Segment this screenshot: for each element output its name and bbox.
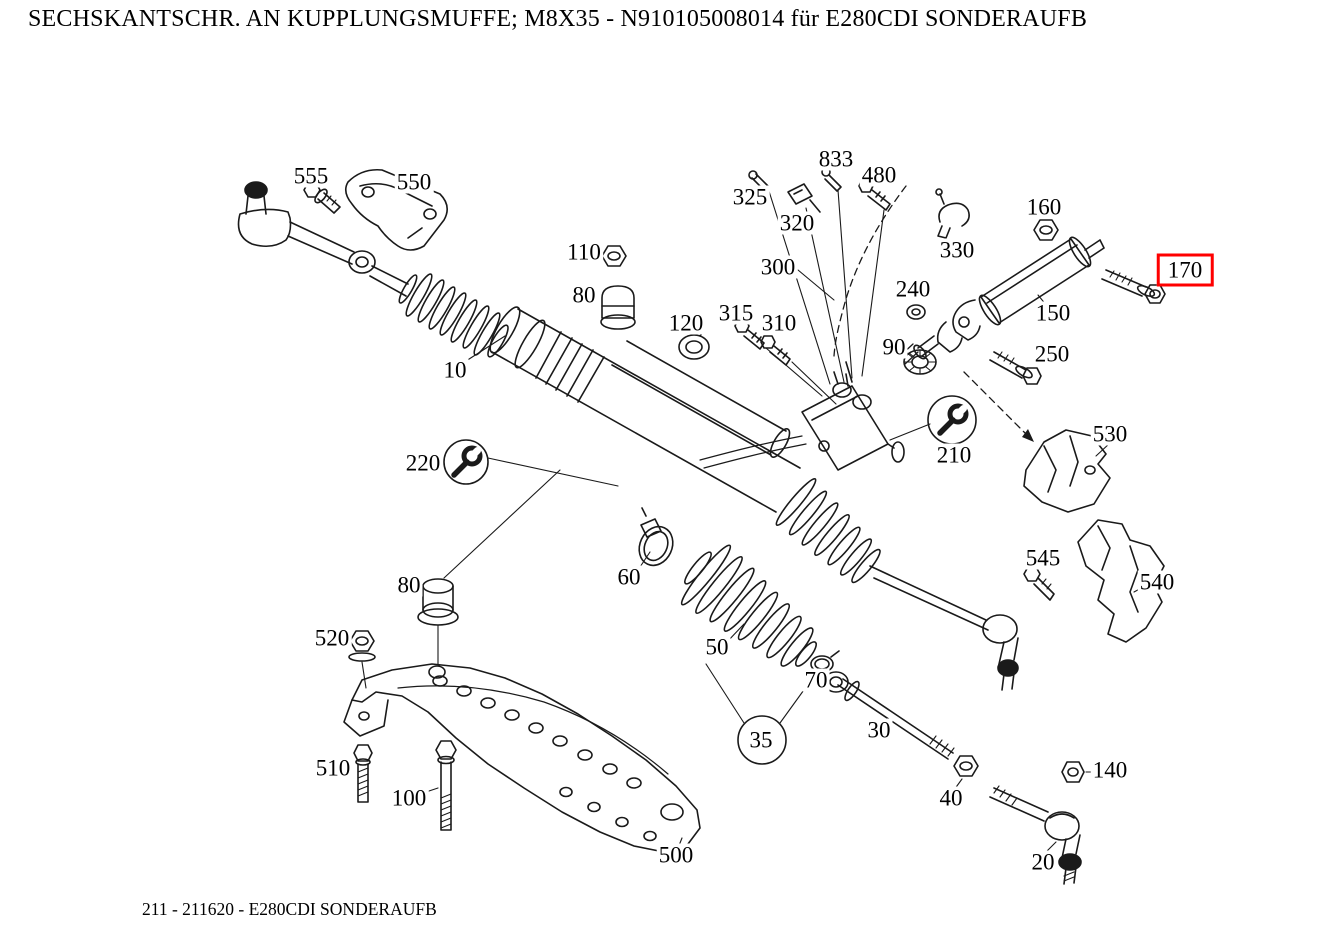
part-label-50[interactable]: 50 [703,634,731,660]
wrench-icon [451,445,483,478]
part-label-545[interactable]: 545 [1023,545,1063,571]
part-label-510[interactable]: 510 [313,755,353,781]
arrowhead-icon [1022,429,1034,442]
part-label-315[interactable]: 315 [716,300,756,326]
boot-50 [680,544,818,667]
inner-tie-rod-30 [823,671,955,760]
bolt-310 [760,335,791,366]
bolt-250 [989,351,1042,385]
part-label-325[interactable]: 325 [730,184,770,210]
heat-shield-540 [1077,519,1165,643]
part-label-300[interactable]: 300 [758,254,798,280]
part-label-60[interactable]: 60 [615,564,643,590]
part-label-220[interactable]: 220 [403,450,443,476]
part-label-150[interactable]: 150 [1033,300,1073,326]
part-label-35[interactable]: 35 [747,727,775,753]
part-label-170-highlighted[interactable]: 170 [1156,253,1214,287]
tie-rod-end-20 [989,785,1082,885]
part-label-80[interactable]: 80 [395,572,423,598]
part-label-100[interactable]: 100 [389,785,429,811]
part-label-40[interactable]: 40 [937,785,965,811]
part-label-210[interactable]: 210 [934,442,974,468]
part-label-310[interactable]: 310 [759,310,799,336]
bolt-510 [353,744,373,803]
part-label-480[interactable]: 480 [859,162,899,188]
part-label-540[interactable]: 540 [1137,569,1177,595]
connector-320 [787,183,821,213]
right-boot-installed [775,477,881,584]
heat-shield-530 [1023,429,1111,513]
catalog-reference: 211 - 211620 - E280CDI SONDERAUFB [142,899,437,919]
tool-symbol-220 [443,439,489,485]
bolt-315 [734,319,765,350]
part-label-320[interactable]: 320 [777,210,817,236]
page-title: SECHSKANTSCHR. AN KUPPLUNGSMUFFE; M8X35 … [28,6,1088,32]
nut-160 [1033,219,1059,241]
lock-nut-40 [953,755,979,777]
part-label-140[interactable]: 140 [1090,757,1130,783]
steering-valve-body [801,343,919,471]
bushing-80-top [600,285,636,330]
part-label-550[interactable]: 550 [394,169,434,195]
left-bellows [398,273,509,358]
part-label-80[interactable]: 80 [570,282,598,308]
kit-circle-35 [737,715,787,765]
part-label-120[interactable]: 120 [666,310,706,336]
subframe-500 [343,663,701,853]
bolt-100 [435,740,457,831]
nut-110 [601,245,627,267]
washer-240 [906,304,926,320]
bolt-170-highlighted-part [1101,269,1166,304]
part-label-330[interactable]: 330 [937,237,977,263]
steering-coupling-assembly [913,236,1105,360]
part-label-30[interactable]: 30 [865,717,893,743]
bushing-80-bottom [417,578,459,626]
part-label-90[interactable]: 90 [880,334,908,360]
nut-520 [348,630,376,662]
part-label-250[interactable]: 250 [1032,341,1072,367]
serrated-ring-90 [903,349,937,375]
part-label-20[interactable]: 20 [1029,849,1057,875]
tie-rod-right [869,565,1019,691]
part-label-240[interactable]: 240 [893,276,933,302]
wrench-icon [937,403,969,436]
part-label-555[interactable]: 555 [291,163,331,189]
clamp-60 [638,507,674,567]
part-label-530[interactable]: 530 [1090,421,1130,447]
steering-rack-assembly [237,181,1019,691]
part-label-500[interactable]: 500 [656,842,696,868]
clamp-330 [935,188,970,239]
part-label-520[interactable]: 520 [312,625,352,651]
tie-rod-end-left [237,181,409,297]
part-label-110[interactable]: 110 [565,239,603,265]
part-label-70[interactable]: 70 [802,667,830,693]
part-label-833[interactable]: 833 [816,146,856,172]
rack-housing [489,306,807,513]
nut-140 [1061,761,1085,783]
part-label-10[interactable]: 10 [441,357,469,383]
bolt-555 [303,182,341,214]
part-label-160[interactable]: 160 [1024,194,1064,220]
hidden-lines [833,185,1031,439]
